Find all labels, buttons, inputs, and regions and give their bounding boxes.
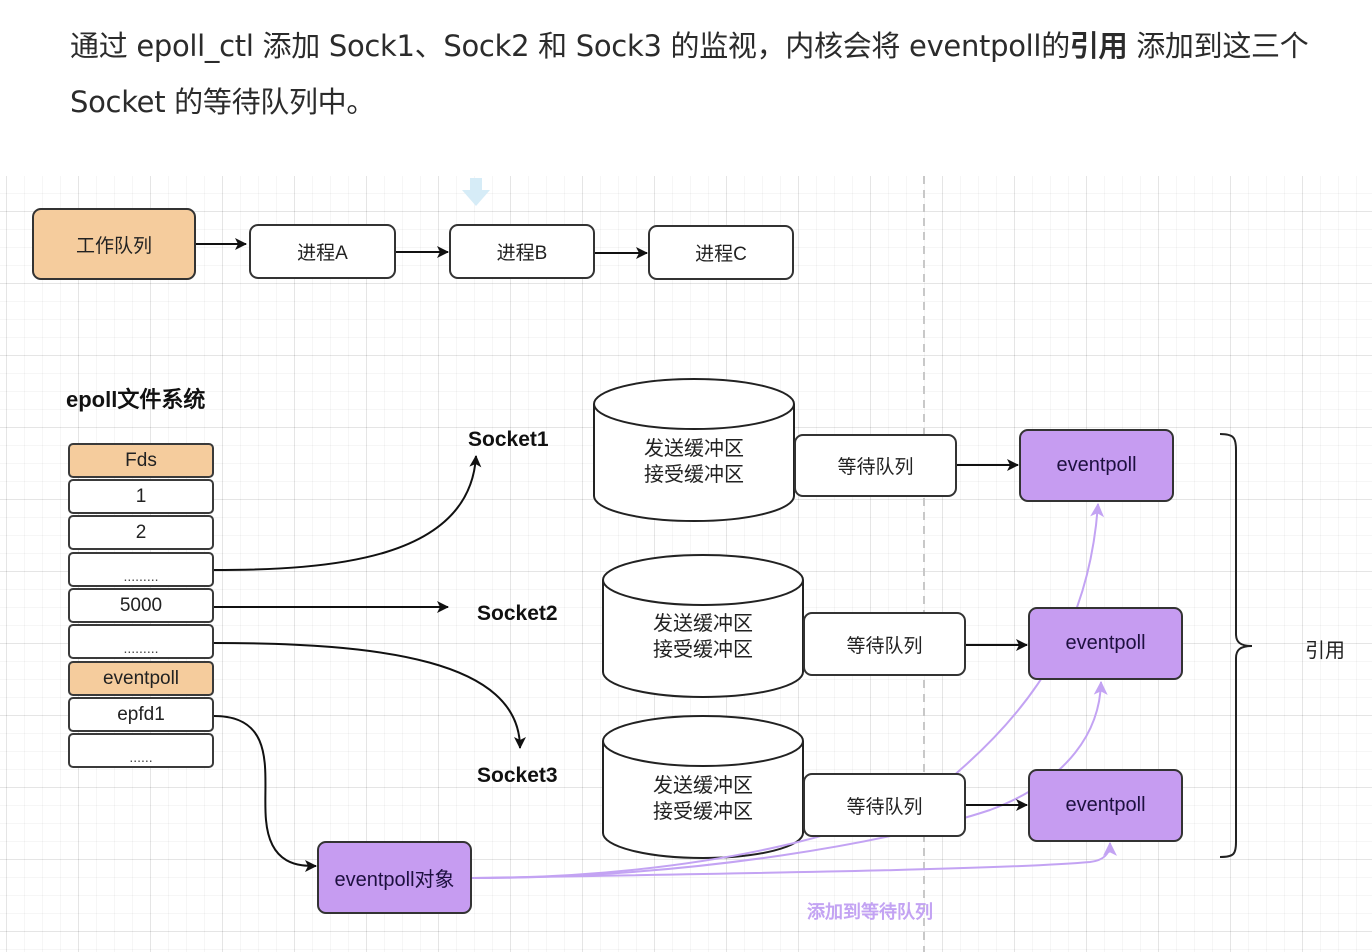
socket3-label: Socket3 bbox=[477, 764, 558, 787]
recv-buffer-label: 接受缓冲区 bbox=[653, 639, 753, 661]
purple-curve-to-eventpoll3 bbox=[471, 841, 1117, 879]
paragraph-text-1: 通过 epoll_ctl 添加 Sock1、Sock2 和 Sock3 的监视，… bbox=[70, 29, 1070, 63]
process-c-label: 进程C bbox=[695, 244, 747, 265]
send-buffer-label: 发送缓冲区 bbox=[653, 775, 753, 797]
socket3-wait-queue: 等待队列 bbox=[803, 773, 966, 837]
process-a-box: 进程A bbox=[249, 224, 396, 279]
paragraph-text-2: 添加到这三个 Socket 的等待队列中。 bbox=[70, 29, 1309, 119]
wait-queue-label: 等待队列 bbox=[846, 635, 923, 657]
fds-header-label: Fds bbox=[125, 449, 157, 471]
arrow-fd-to-socket3 bbox=[213, 642, 526, 749]
fd-row: ......... bbox=[68, 552, 214, 587]
process-a-label: 进程A bbox=[297, 243, 348, 264]
fd-row: 2 bbox=[68, 515, 214, 550]
socket1-wait-queue: 等待队列 bbox=[794, 434, 957, 497]
socket3-eventpoll: eventpoll bbox=[1028, 769, 1183, 842]
socket1-buffer-cylinder bbox=[593, 378, 795, 522]
eventpoll-object-box: eventpoll对象 bbox=[317, 841, 472, 914]
fd-row-label: ......... bbox=[123, 567, 159, 584]
fd-row-label: ......... bbox=[123, 639, 159, 656]
socket3-buffers: 发送缓冲区 接受缓冲区 bbox=[603, 773, 803, 825]
fd-row-label: epfd1 bbox=[117, 703, 165, 725]
process-b-label: 进程B bbox=[496, 243, 548, 264]
socket2-label: Socket2 bbox=[477, 602, 558, 625]
socket3-buffer-cylinder bbox=[602, 715, 804, 859]
faint-down-arrow-icon bbox=[462, 178, 490, 206]
recv-buffer-label: 接受缓冲区 bbox=[653, 801, 753, 823]
fd-row-label: 5000 bbox=[119, 594, 163, 616]
work-queue-label: 工作队列 bbox=[75, 235, 152, 257]
fds-header: Fds bbox=[68, 443, 214, 478]
wait-queue-label: 等待队列 bbox=[837, 457, 914, 478]
reference-label: 引用 bbox=[1305, 640, 1345, 662]
fd-row-eventpoll: eventpoll bbox=[68, 661, 214, 696]
reference-brace bbox=[1219, 433, 1253, 858]
process-c-box: 进程C bbox=[648, 225, 794, 280]
paragraph-bold-reference: 引用 bbox=[1069, 29, 1128, 63]
wait-queue-label: 等待队列 bbox=[846, 796, 923, 818]
socket2-buffers: 发送缓冲区 接受缓冲区 bbox=[603, 611, 803, 663]
eventpoll-label: eventpoll bbox=[1065, 794, 1146, 816]
eventpoll-label: eventpoll bbox=[1065, 632, 1146, 654]
socket2-eventpoll: eventpoll bbox=[1028, 607, 1183, 680]
fd-row: ......... bbox=[68, 624, 214, 659]
eventpoll-object-label: eventpoll对象 bbox=[334, 869, 455, 891]
fd-row-label: 2 bbox=[135, 521, 147, 543]
eventpoll-label: eventpoll bbox=[1056, 454, 1137, 476]
work-queue-box: 工作队列 bbox=[32, 208, 196, 280]
socket1-eventpoll: eventpoll bbox=[1019, 429, 1174, 502]
fd-row: epfd1 bbox=[68, 697, 214, 732]
fd-row-label: ...... bbox=[129, 748, 153, 765]
fd-row-label: 1 bbox=[135, 485, 147, 507]
send-buffer-label: 发送缓冲区 bbox=[644, 438, 744, 460]
add-to-wait-queue-label: 添加到等待队列 bbox=[807, 902, 933, 922]
description-paragraph: 通过 epoll_ctl 添加 Sock1、Sock2 和 Sock3 的监视，… bbox=[70, 18, 1330, 130]
socket1-label: Socket1 bbox=[468, 428, 549, 451]
socket2-buffer-cylinder bbox=[602, 554, 804, 698]
socket2-wait-queue: 等待队列 bbox=[803, 612, 966, 676]
recv-buffer-label: 接受缓冲区 bbox=[644, 464, 744, 486]
arrow-epfd-to-eventpoll-object bbox=[213, 715, 317, 872]
fd-row-label: eventpoll bbox=[102, 667, 180, 689]
process-b-box: 进程B bbox=[449, 224, 595, 279]
socket1-buffers: 发送缓冲区 接受缓冲区 bbox=[594, 436, 794, 488]
fd-row: ...... bbox=[68, 733, 214, 768]
send-buffer-label: 发送缓冲区 bbox=[653, 613, 753, 635]
epoll-fs-title: epoll文件系统 bbox=[66, 387, 206, 412]
fd-row: 5000 bbox=[68, 588, 214, 623]
fd-row: 1 bbox=[68, 479, 214, 514]
arrow-fd-to-socket1 bbox=[213, 455, 482, 571]
